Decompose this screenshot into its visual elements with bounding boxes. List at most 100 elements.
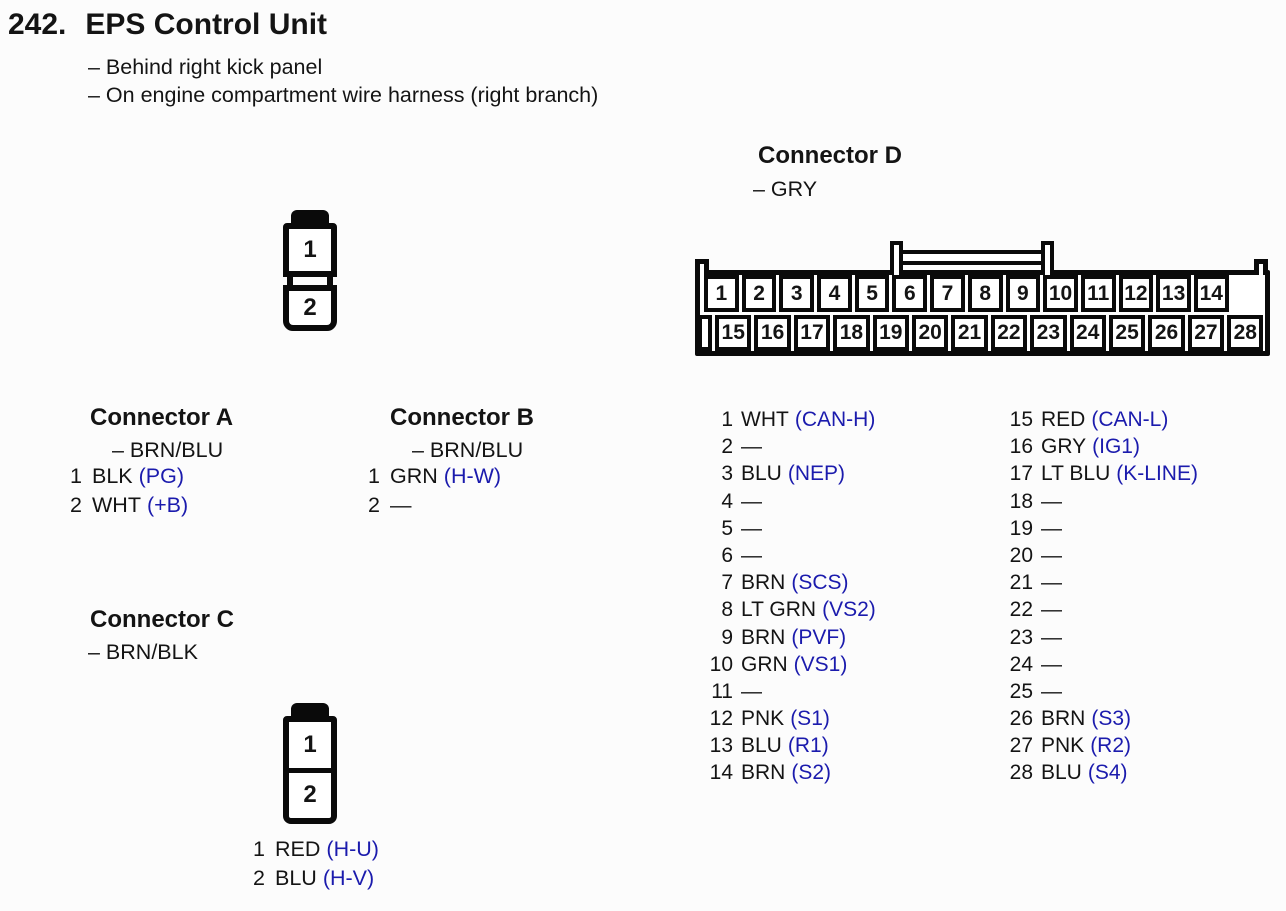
pin-cavity: 19 [872, 315, 909, 351]
signal-name: (PG) [138, 464, 185, 488]
connector-c-drawing: 1 2 [283, 703, 337, 825]
pin-cavity: 27 [1187, 315, 1225, 351]
wire-color: — [741, 543, 762, 567]
pin-cavity: 14 [1193, 275, 1229, 312]
pin-cavity: 24 [1069, 315, 1106, 351]
corner-tab-left [695, 259, 709, 275]
wire-color: BLU [741, 734, 782, 758]
wire-color: — [1041, 625, 1062, 649]
connector-b-heading: Connector B [390, 404, 534, 431]
pin-number: 2 [253, 865, 265, 890]
pin-cavity: 2 [741, 275, 777, 312]
pin-cavity: 21 [951, 315, 988, 351]
pin-cavity: 11 [1080, 275, 1116, 312]
connector-a-heading: Connector A [90, 404, 234, 431]
wire-color: — [741, 679, 762, 703]
wire-color: LT GRN [741, 598, 817, 622]
pin-cavity: 18 [833, 315, 870, 351]
wire-color: — [1041, 489, 1062, 513]
pin-cavity: 9 [1005, 275, 1041, 312]
wire-color: — [1041, 571, 1062, 595]
wire-color: GRN [741, 652, 788, 676]
pin-number: 27 [1009, 734, 1033, 758]
pin-cavity: 8 [967, 275, 1003, 312]
signal-name: (K-LINE) [1116, 462, 1198, 486]
pin-number: 3 [721, 462, 733, 486]
pin-cavity: 16 [754, 315, 791, 351]
wire-color: RED [275, 837, 321, 861]
pin-row: 4— [707, 488, 876, 515]
wire-color: — [1041, 516, 1062, 540]
pin-row: 20 — [1007, 542, 1198, 569]
pin-row: 25— [1007, 678, 1198, 705]
pin-number: 24 [1009, 652, 1033, 676]
wire-color: PNK [1041, 734, 1085, 758]
pin-cavity: 10 [1043, 275, 1078, 312]
wire-color: WHT [741, 408, 789, 431]
pin-cavity: 15 [715, 315, 752, 351]
pin-cavity: 26 [1148, 315, 1185, 351]
connector-c-heading: Connector C [90, 606, 234, 633]
signal-name: (S1) [790, 707, 830, 731]
pin-cavity: 2 [283, 285, 337, 331]
pin-cavity: 4 [817, 275, 852, 312]
latch-post-right [1041, 241, 1054, 275]
signal-name: (S4) [1087, 761, 1128, 785]
wire-color: — [1041, 543, 1062, 567]
pin-number: 12 [709, 707, 733, 731]
signal-name: (PVF) [791, 625, 847, 649]
signal-name: (CAN-L) [1091, 408, 1169, 431]
wire-color: GRY [1041, 435, 1087, 459]
pin-row: 18 — [1007, 488, 1198, 515]
signal-name: (IG1) [1092, 435, 1140, 459]
connector-b-color-label: – BRN/BLU [412, 438, 524, 462]
pin-number: 2 [721, 435, 733, 459]
pin-cavity: 17 [793, 315, 831, 351]
pin-cavity: 1 [283, 223, 337, 277]
signal-name: (VS2) [822, 598, 876, 622]
pin-number: 18 [1009, 489, 1033, 513]
pin-cavity: 2 [289, 767, 331, 819]
connector-a-color-label: – BRN/BLU [112, 438, 224, 462]
wire-color: BRN [741, 761, 786, 785]
connector-ab-drawing: 1 2 [283, 210, 337, 332]
signal-name: (SCS) [791, 571, 849, 595]
pin-number: 20 [1009, 543, 1033, 567]
pin-row: 2— [707, 433, 876, 460]
wire-color: — [741, 516, 762, 540]
page-title: 242.EPS Control Unit [8, 8, 327, 42]
note-line: – Behind right kick panel [88, 55, 323, 79]
wire-color: BLK [92, 464, 133, 488]
connector-d-heading: Connector D [758, 142, 902, 169]
pin-cavity: 6 [892, 275, 928, 312]
latch-tab [291, 703, 329, 718]
pin-number: 21 [1009, 571, 1033, 595]
pin-row: 11— [707, 678, 876, 705]
blank-cavity [698, 315, 712, 351]
latch-bar [897, 250, 1047, 265]
pin-number: 17 [1009, 462, 1033, 486]
pin-row: 5— [707, 515, 876, 542]
pin-row: 2— [368, 491, 501, 520]
pin-number: 4 [721, 489, 733, 513]
pin-cavity: 22 [990, 315, 1028, 351]
pin-number: 19 [1009, 516, 1033, 540]
pin-cavity: 13 [1156, 275, 1191, 312]
signal-name: (+B) [146, 492, 189, 517]
